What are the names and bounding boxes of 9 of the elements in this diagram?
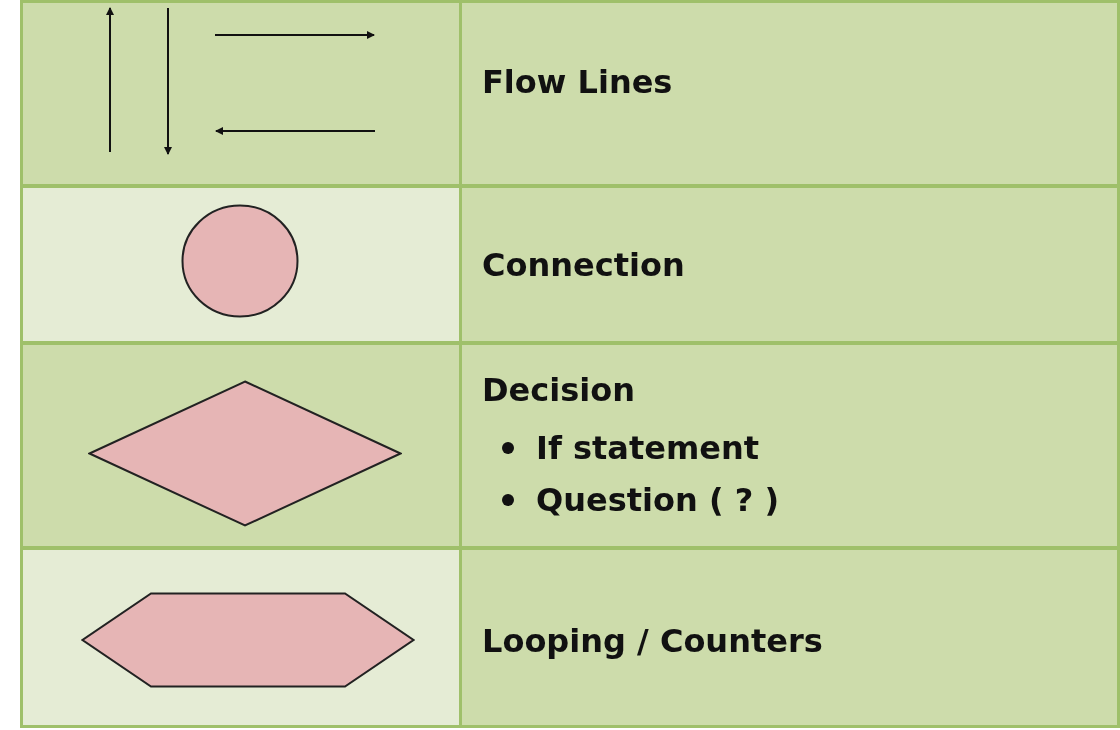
symbol-name: Flow Lines	[482, 63, 673, 101]
loop-hexagon	[81, 592, 415, 688]
connector-circle	[181, 204, 299, 318]
symbol-name: Decision	[482, 371, 635, 409]
symbol-name: Connection	[482, 246, 685, 284]
bullet-text: If statement	[536, 429, 760, 467]
decision-diamond	[88, 380, 402, 527]
symbol-name: Looping / Counters	[482, 622, 823, 660]
bullet-text: Question ( ? )	[536, 481, 779, 519]
